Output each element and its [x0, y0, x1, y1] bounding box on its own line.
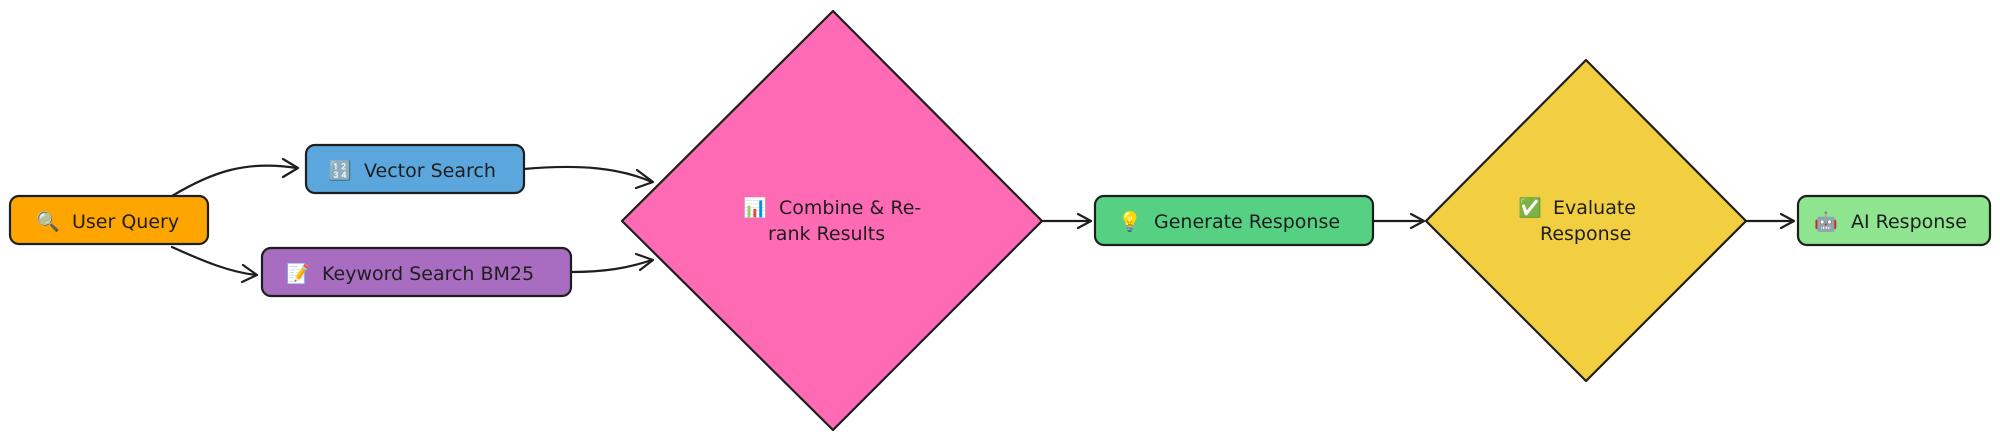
- numbers-icon: 🔢: [328, 159, 352, 182]
- node-vector-search-label: Vector Search: [364, 160, 496, 182]
- robot-icon: 🤖: [1814, 210, 1838, 233]
- node-generate-response-box: [1093, 194, 1375, 247]
- node-keyword-search[interactable]: 📝 Keyword Search BM25: [260, 246, 573, 298]
- node-evaluate-response-diamond: [1424, 58, 1748, 383]
- edge-generate-to-evaluate: [1371, 212, 1426, 230]
- node-keyword-search-label: Keyword Search BM25: [322, 263, 534, 285]
- node-generate-response[interactable]: 💡 Generate Response: [1093, 194, 1375, 247]
- edge-vector-search-to-combine: [522, 165, 655, 190]
- node-evaluate-response-label-line1: Evaluate: [1553, 197, 1636, 219]
- node-user-query-label: User Query: [72, 211, 179, 233]
- check-mark-icon: ✅: [1518, 196, 1542, 219]
- node-generate-response-label: Generate Response: [1154, 211, 1340, 233]
- magnifier-icon: 🔍: [36, 209, 60, 233]
- node-evaluate-response-label-line2: Response: [1540, 223, 1631, 245]
- edge-evaluate-to-ai-response: [1744, 212, 1796, 230]
- node-keyword-search-box: [260, 246, 573, 298]
- edge-keyword-search-to-combine: [569, 252, 655, 274]
- node-ai-response-label: AI Response: [1851, 211, 1967, 233]
- lightbulb-icon: 💡: [1118, 210, 1142, 233]
- edges: [170, 157, 1796, 284]
- node-user-query[interactable]: 🔍 User Query: [8, 194, 210, 246]
- node-combine-rerank-label-line1: Combine & Re-: [779, 197, 921, 219]
- memo-icon: 📝: [286, 262, 310, 285]
- bar-chart-icon: 📊: [743, 196, 767, 219]
- node-vector-search[interactable]: 🔢 Vector Search: [304, 143, 526, 195]
- node-ai-response[interactable]: 🤖 AI Response: [1796, 194, 1992, 247]
- edge-combine-to-generate: [1040, 212, 1093, 230]
- node-user-query-box: [8, 194, 210, 246]
- node-combine-rerank[interactable]: 📊 Combine & Re- rank Results: [620, 9, 1044, 432]
- node-vector-search-box: [304, 143, 526, 195]
- node-evaluate-response[interactable]: ✅ Evaluate Response: [1424, 58, 1748, 383]
- edge-user-query-to-vector-search: [170, 157, 300, 198]
- edge-user-query-to-keyword-search: [170, 245, 259, 284]
- node-ai-response-box: [1796, 194, 1992, 247]
- node-combine-rerank-label-line2: rank Results: [768, 223, 885, 245]
- node-combine-rerank-diamond: [620, 9, 1044, 432]
